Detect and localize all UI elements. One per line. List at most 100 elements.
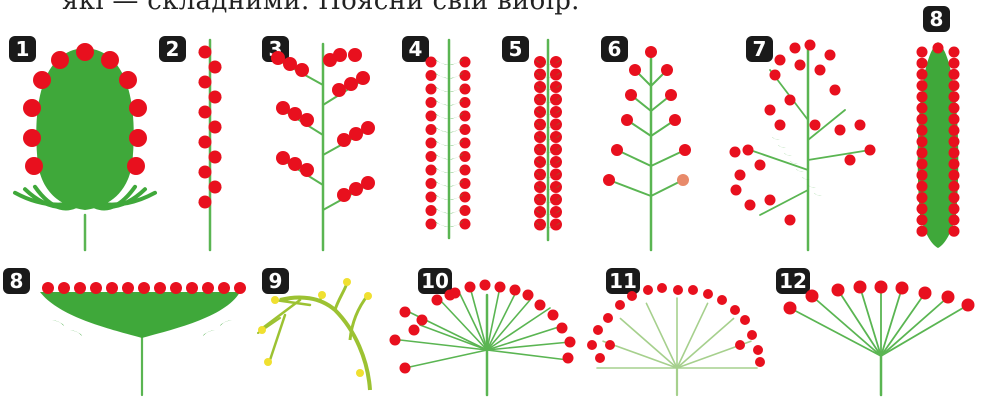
flower-dot [127, 157, 145, 175]
flower-dot [595, 353, 605, 363]
flower-dot [550, 69, 562, 81]
flower-dot [300, 113, 314, 127]
flower-dot [835, 125, 846, 136]
flower-dot [735, 170, 746, 181]
flower-dot [186, 282, 198, 294]
flower-dot [283, 57, 297, 71]
stem-line [487, 350, 568, 360]
bract [435, 167, 449, 173]
stem-line [677, 319, 734, 368]
inflorescence-1 [15, 43, 155, 250]
flower-dot [337, 133, 351, 147]
flower-dot [460, 70, 471, 81]
flower-dot [949, 80, 960, 91]
stem-line [838, 290, 881, 356]
flower-dot [917, 91, 928, 102]
bract [435, 100, 449, 106]
flower-dot [209, 181, 222, 194]
flower-dot [534, 169, 546, 181]
stem-line [405, 350, 487, 368]
inflorescence-6 [603, 46, 691, 250]
flower-dot [917, 159, 928, 170]
flower-dot [765, 105, 776, 116]
flower-dot [417, 315, 428, 326]
flower-dot [318, 291, 326, 299]
stem-line [487, 287, 500, 350]
flower-dot [465, 282, 476, 293]
flower-dot [460, 151, 471, 162]
flower-dot [199, 166, 212, 179]
flower-dot [550, 206, 562, 218]
flower-dot [426, 70, 437, 81]
flower-dot [460, 219, 471, 230]
flower-dot [563, 353, 574, 364]
flower-dot [949, 181, 960, 192]
flower-dot [343, 278, 351, 286]
flower-dot [919, 287, 932, 300]
flower-dot [755, 357, 765, 367]
bract [435, 140, 449, 146]
flower-dot [356, 369, 364, 377]
inflorescence-7 [730, 40, 876, 251]
bract [435, 59, 449, 65]
flower-dot [832, 284, 845, 297]
flower-dot [896, 282, 909, 295]
flower-dot [550, 181, 562, 193]
flower-dot [288, 107, 302, 121]
flower-dot [855, 120, 866, 131]
inflorescence-5 [534, 40, 562, 240]
bract [784, 153, 792, 156]
flower-dot [949, 91, 960, 102]
flower-dot [784, 302, 797, 315]
flower-dot [677, 174, 689, 186]
flower-dot [101, 51, 119, 69]
bract [796, 169, 804, 172]
flower-dot [409, 325, 420, 336]
flower-dot [534, 144, 546, 156]
flower-dot [25, 157, 43, 175]
inflorescence-8-capitulum [40, 282, 246, 395]
bract [778, 145, 786, 148]
flower-dot [703, 289, 713, 299]
flower-dot [949, 125, 960, 136]
flower-dot [557, 323, 568, 334]
flower-dot [138, 282, 150, 294]
flower-dot [432, 295, 443, 306]
flower-dot [688, 285, 698, 295]
flower-dot [865, 145, 876, 156]
flower-dot [949, 103, 960, 114]
bract [220, 320, 232, 326]
flower-dot [949, 215, 960, 226]
flower-dot [917, 80, 928, 91]
inflorescence-10 [390, 280, 576, 396]
flower-dot [755, 160, 766, 171]
stem-line [620, 319, 677, 368]
flower-dot [129, 99, 147, 117]
flower-dot [426, 205, 437, 216]
flower-dot [795, 60, 806, 71]
flower-dot [534, 119, 546, 131]
flower-dot [603, 174, 615, 186]
flower-dot [747, 330, 757, 340]
flower-dot [460, 165, 471, 176]
flower-dot [933, 43, 944, 54]
flower-dot [534, 181, 546, 193]
flower-dot [480, 280, 491, 291]
flower-dot [348, 48, 362, 62]
flower-dot [209, 151, 222, 164]
flower-dot [400, 307, 411, 318]
flower-dot [550, 219, 562, 231]
flower-dot [23, 129, 41, 147]
receptacle [36, 48, 133, 210]
flower-dot [332, 83, 346, 97]
flower-dot [535, 300, 546, 311]
flower-dot [845, 155, 856, 166]
flower-dot [775, 120, 786, 131]
flower-dot [33, 71, 51, 89]
flower-dot [805, 40, 816, 51]
flower-dot [875, 281, 888, 294]
flower-dot [534, 56, 546, 68]
flower-dot [534, 94, 546, 106]
stem-line [808, 150, 870, 160]
flower-dot [679, 144, 691, 156]
